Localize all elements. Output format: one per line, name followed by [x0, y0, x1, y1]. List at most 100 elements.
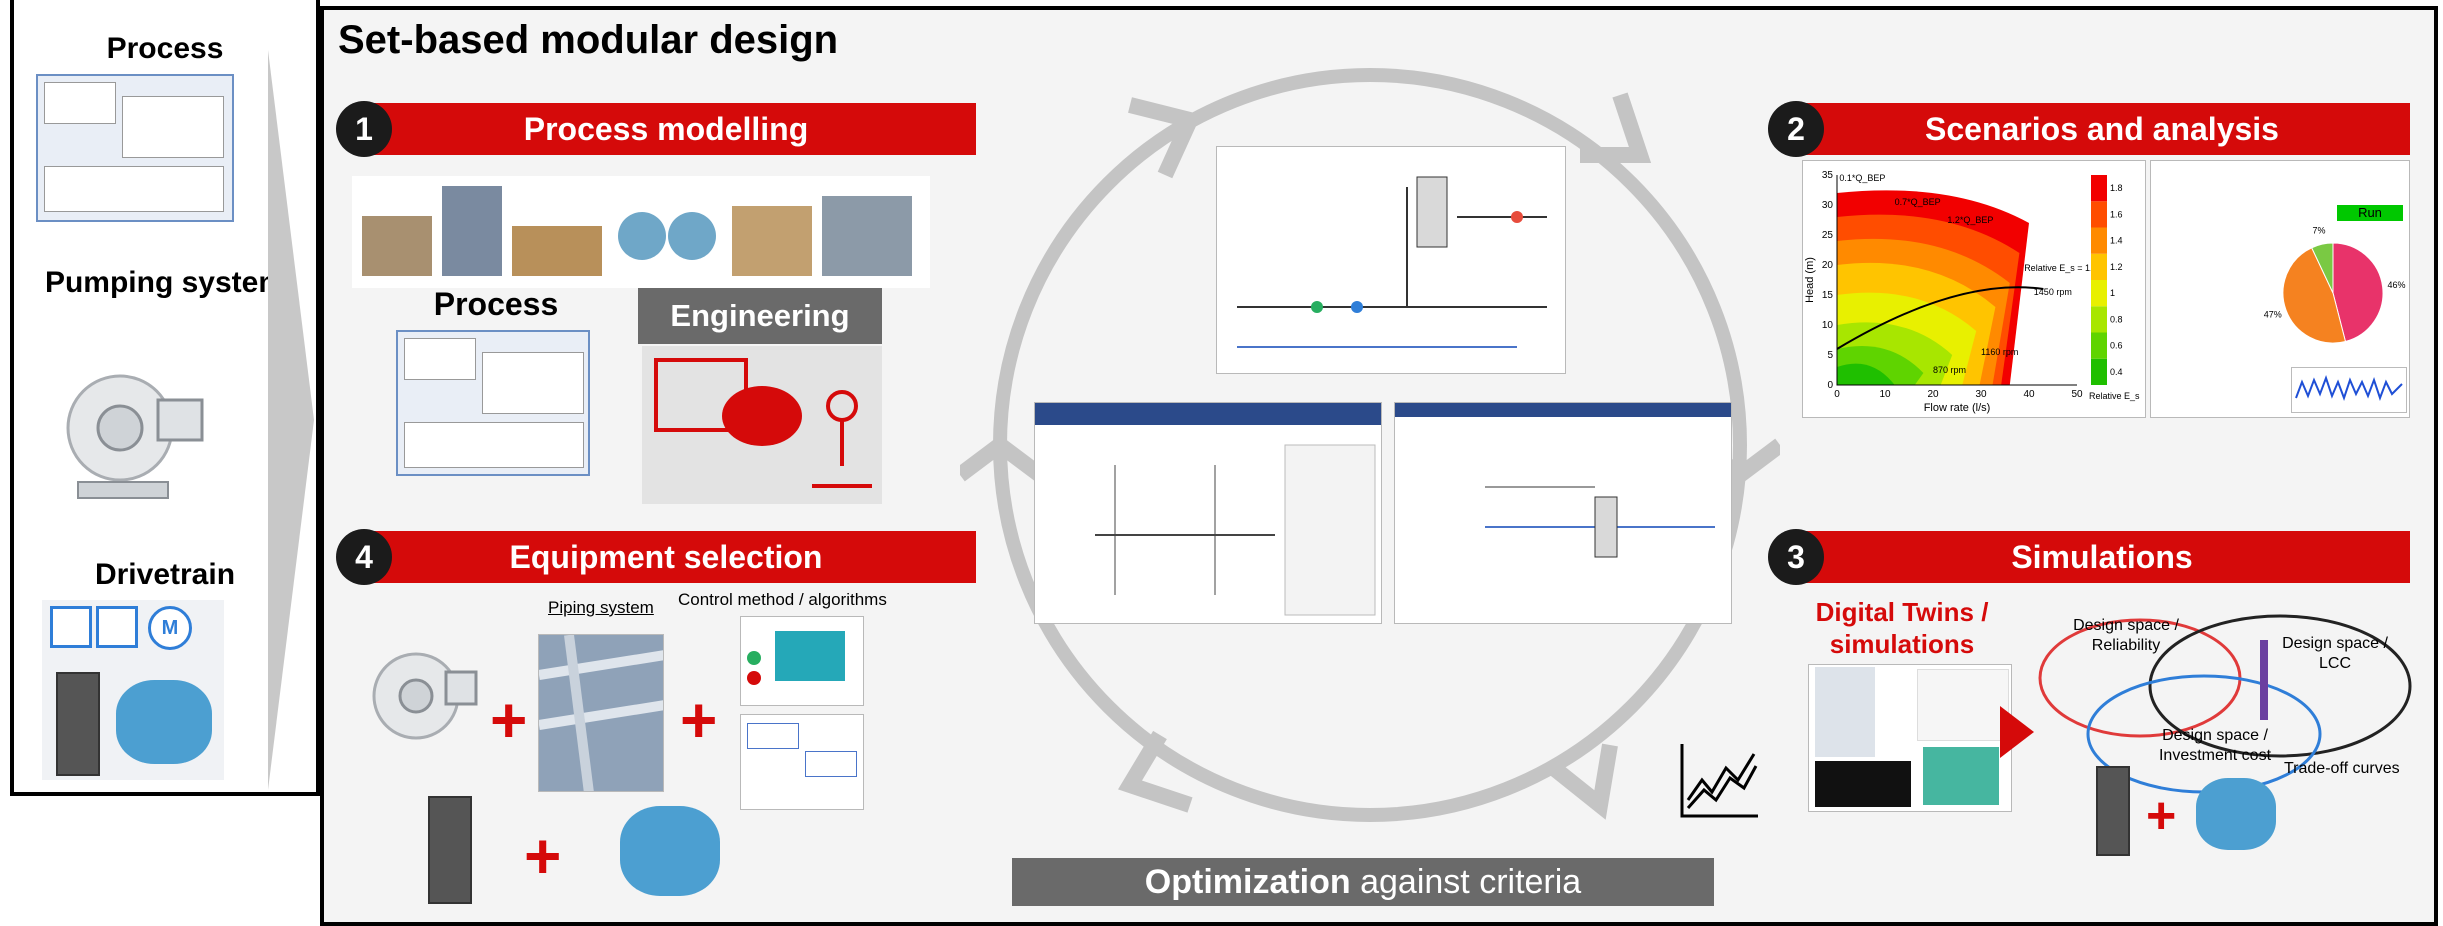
- pie-slice: [2311, 242, 2334, 294]
- y-tick-label: 15: [1822, 290, 1834, 301]
- piping-photo: [538, 634, 664, 792]
- stage-4-bar: Equipment selection: [356, 531, 976, 583]
- pid-diagram-thumb: [1216, 146, 1566, 374]
- system-curve: [1836, 286, 2044, 350]
- motor-image: [116, 680, 212, 764]
- reliability-label: Design space / Reliability: [2073, 617, 2179, 654]
- engineering-label: Engineering: [638, 288, 882, 344]
- colorbar-segment: [2091, 175, 2107, 202]
- x-axis-label: Flow rate (l/s): [1924, 402, 1991, 414]
- drivetrain-image: M: [42, 600, 224, 780]
- axes: [1836, 175, 2077, 386]
- colorbar-tick-label: 0.8: [2110, 314, 2123, 324]
- motor-image: [2196, 778, 2276, 850]
- chart-annotation: Relative E_s = 1.25: [2024, 263, 2102, 273]
- left-drivetrain-label: Drivetrain: [94, 558, 236, 591]
- plus-icon: +: [490, 684, 528, 756]
- colorbar-segment: [2091, 358, 2107, 385]
- digital-twins-label: Digital Twins / simulations: [1815, 597, 1989, 659]
- pie-slice: [2332, 242, 2384, 343]
- stage-2-bar: Scenarios and analysis: [1794, 103, 2410, 155]
- piping-label: Piping system: [548, 598, 654, 617]
- y-tick-label: 5: [1827, 350, 1833, 361]
- colorbar-tick-label: 1: [2110, 288, 2115, 298]
- pie-label: 7%: [2313, 227, 2326, 236]
- control-label: Control method / algorithms: [678, 590, 887, 609]
- control-algorithm-thumb: [740, 714, 864, 810]
- chart-annotation: 1.2*Q_BEP: [1947, 215, 1993, 225]
- colorbar-tick-label: 1.4: [2110, 236, 2123, 246]
- plus-icon: +: [680, 684, 718, 756]
- stage-2-badge: 2: [1768, 101, 1824, 157]
- lcc-label: Design space / LCC: [2282, 635, 2388, 672]
- trend-chart-icon: [1678, 740, 1762, 820]
- analysis-tool-thumb: Run 46% 47% 7%: [2150, 160, 2410, 418]
- drive-cabinet-image: [56, 672, 100, 776]
- converter-icon: [50, 606, 92, 648]
- stage-3-badge: 3: [1768, 529, 1824, 585]
- pie-label: 47%: [2264, 310, 2282, 320]
- stage-1-badge: 1: [336, 101, 392, 157]
- stage-3-bar: Simulations: [1794, 531, 2410, 583]
- process-screenshot-thumb: [36, 74, 234, 222]
- colorbar-segment: [2091, 306, 2107, 333]
- pie-label: 46%: [2387, 280, 2405, 290]
- optimization-rest: against criteria: [1350, 863, 1582, 901]
- motor-symbol-icon: M: [148, 606, 192, 650]
- stage-4-badge: 4: [336, 529, 392, 585]
- plus-icon: +: [2146, 787, 2177, 845]
- colorbar-tick-label: 0.4: [2110, 367, 2123, 377]
- y-tick-label: 20: [1822, 260, 1834, 271]
- engineering-illustration: [642, 346, 882, 504]
- left-process-label: Process: [106, 32, 224, 65]
- colorbar-segment: [2091, 332, 2107, 359]
- hmi-screen-thumb-1: [1034, 402, 1382, 624]
- pie-slice: [2282, 247, 2347, 344]
- colorbar-label: Relative E_s: [2089, 391, 2140, 401]
- hmi-screen-thumb-2: [1394, 402, 1732, 624]
- y-tick-label: 25: [1822, 230, 1834, 241]
- process-sub-label: Process: [433, 286, 559, 322]
- control-hmi-thumb: [740, 616, 864, 706]
- drive-cabinet-image: [428, 796, 472, 904]
- stage-1-bar: Process modelling: [356, 103, 976, 155]
- motor-image: [620, 806, 720, 896]
- chart-annotation: 1160 rpm: [1981, 347, 2018, 357]
- chart-annotation: 0.7*Q_BEP: [1895, 197, 1941, 207]
- colorbar-tick-label: 0.6: [2110, 341, 2123, 351]
- colorbar-tick-label: 1.6: [2110, 209, 2123, 219]
- investment-label: Design space / Investment cost: [2158, 727, 2272, 764]
- pump-image: [370, 626, 480, 776]
- efficiency-band: [1837, 363, 1895, 385]
- arrow-right-icon: [2000, 706, 2034, 758]
- colorbar-tick-label: 1.8: [2110, 183, 2123, 193]
- y-axis-label: Head (m): [1804, 257, 1816, 303]
- run-button[interactable]: Run: [2337, 205, 2403, 221]
- simulation-thumbs: [1808, 664, 2012, 812]
- tradeoff-label: Trade-off curves: [2284, 760, 2400, 777]
- colorbar-tick-label: 1.2: [2110, 262, 2123, 272]
- x-tick-label: 30: [1975, 389, 1987, 400]
- x-tick-label: 20: [1927, 389, 1939, 400]
- colorbar-segment: [2091, 227, 2107, 254]
- colorbar-segment: [2091, 280, 2107, 307]
- plus-icon: +: [524, 820, 562, 892]
- process-model-thumb: [396, 330, 590, 476]
- left-pumping-label: Pumping system: [44, 266, 286, 299]
- colorbar-segment: [2091, 201, 2107, 228]
- optimization-bar: Optimization against criteria: [1012, 858, 1714, 906]
- chart-annotation: 1450 rpm: [2034, 287, 2072, 297]
- colorbar-segment: [2091, 253, 2107, 280]
- y-tick-label: 0: [1827, 380, 1833, 391]
- chart-annotation: 870 rpm: [1933, 365, 1966, 375]
- pump-image: [58, 350, 208, 510]
- drive-cabinet-image: [2096, 766, 2130, 856]
- y-tick-label: 30: [1822, 200, 1834, 211]
- signal-plot: [2291, 367, 2407, 413]
- process-plant-illustration: [352, 176, 930, 288]
- x-tick-label: 0: [1834, 389, 1840, 400]
- flow-arrow: [268, 50, 314, 790]
- main-title: Set-based modular design: [338, 18, 839, 62]
- inverter-icon: [96, 606, 138, 648]
